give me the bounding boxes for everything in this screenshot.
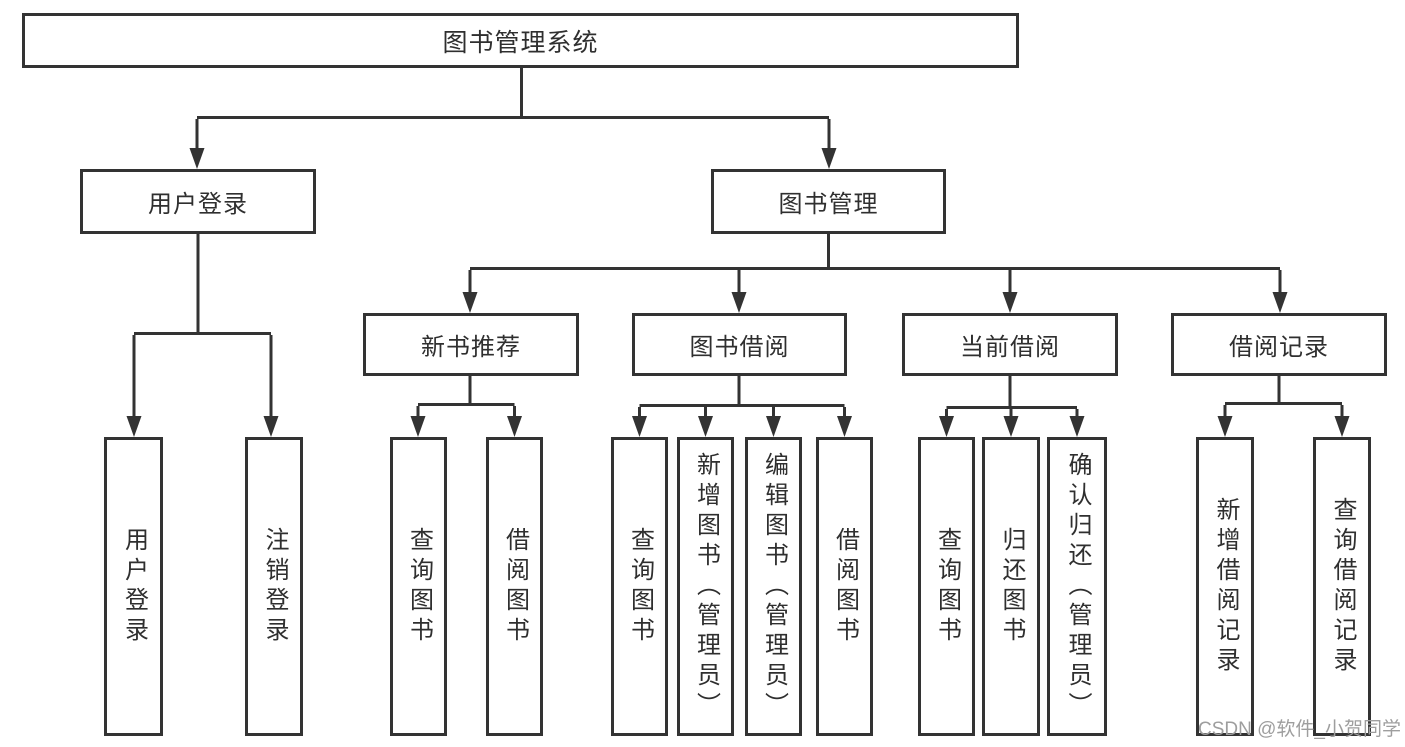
node-label: 图书管理系统: [442, 28, 599, 57]
node-book-borrowing: 图书借阅: [632, 313, 847, 376]
leaf-add-borrow-record: 新增借阅记录: [1196, 437, 1254, 736]
node-label: 借阅图书: [831, 526, 859, 647]
leaf-return-books: 归还图书: [982, 437, 1040, 736]
node-label: 新增借阅记录: [1212, 496, 1239, 677]
node-label: 查询图书: [933, 526, 961, 647]
node-label: 图书借阅: [689, 334, 790, 361]
node-label: 借阅图书: [501, 526, 529, 647]
node-label: 用户登录: [148, 191, 248, 218]
node-label: 确认归还（管理员）: [1064, 451, 1091, 722]
leaf-user-login: 用户登录: [104, 437, 163, 736]
node-book-management: 图书管理: [711, 169, 946, 234]
leaf-edit-books-admin: 编辑图书（管理员）: [745, 437, 802, 736]
node-label: 查询图书: [626, 526, 654, 647]
leaf-borrow-books-2: 借阅图书: [816, 437, 873, 736]
node-borrowing-records: 借阅记录: [1171, 313, 1387, 376]
node-label: 归还图书: [998, 526, 1025, 647]
leaf-borrow-books-1: 借阅图书: [486, 437, 543, 736]
node-label: 新增图书（管理员）: [692, 451, 720, 722]
leaf-confirm-return-admin: 确认归还（管理员）: [1047, 437, 1107, 736]
node-label: 图书管理: [778, 191, 879, 218]
node-label: 新书推荐: [421, 334, 521, 361]
node-current-borrowing: 当前借阅: [902, 313, 1118, 376]
node-root-library-management-system: 图书管理系统: [22, 13, 1019, 68]
node-label: 当前借阅: [960, 334, 1060, 361]
node-user-login: 用户登录: [80, 169, 316, 234]
node-label: 注销登录: [261, 526, 288, 647]
node-label: 用户登录: [120, 526, 148, 647]
node-label: 借阅记录: [1229, 334, 1329, 361]
node-label: 查询借阅记录: [1329, 496, 1356, 677]
leaf-query-books-2: 查询图书: [611, 437, 668, 736]
leaf-query-books-3: 查询图书: [918, 437, 975, 736]
node-new-book-recommendation: 新书推荐: [363, 313, 579, 376]
node-label: 编辑图书（管理员）: [760, 451, 788, 722]
leaf-add-books-admin: 新增图书（管理员）: [677, 437, 734, 736]
csdn-watermark: CSDN @软件_小贺同学: [1198, 719, 1401, 740]
leaf-logout: 注销登录: [245, 437, 303, 736]
node-label: 查询图书: [405, 526, 433, 647]
leaf-query-borrow-record: 查询借阅记录: [1313, 437, 1371, 736]
leaf-query-books-1: 查询图书: [390, 437, 447, 736]
